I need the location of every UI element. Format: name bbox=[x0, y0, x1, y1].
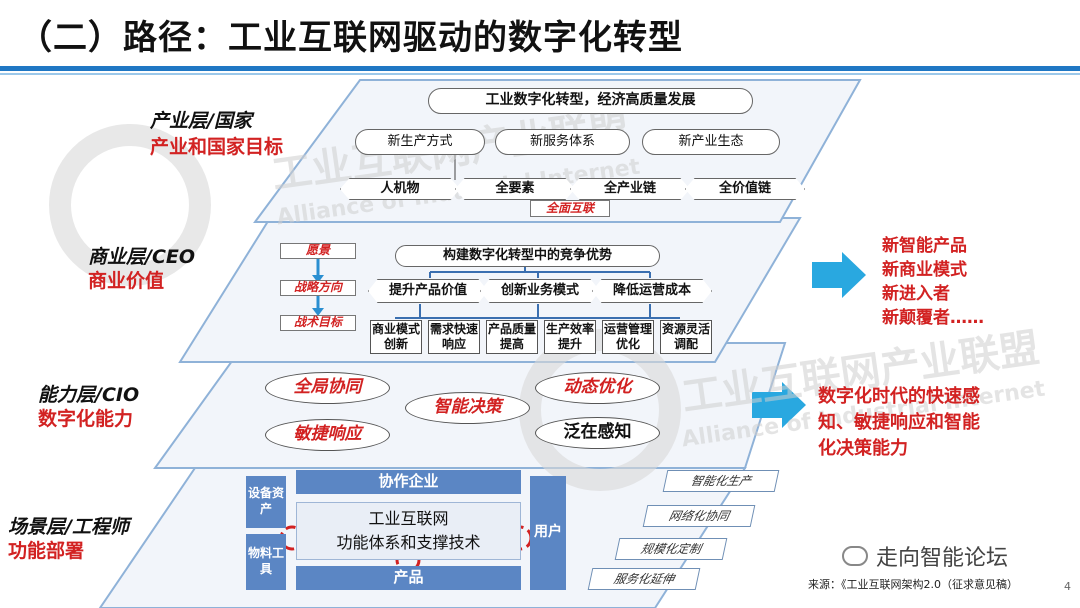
layer-name-scene: 场景层/工程师 bbox=[8, 516, 129, 538]
business-item: 运营管理优化 bbox=[602, 320, 654, 354]
capability-item: 动态优化 bbox=[535, 372, 660, 404]
industry-link: 全面互联 bbox=[530, 200, 610, 217]
industry-chain: 全价值链 bbox=[685, 178, 805, 200]
business-item: 生产效率提升 bbox=[544, 320, 596, 354]
industry-chain: 全产业链 bbox=[570, 178, 690, 200]
capability-item: 全局协同 bbox=[265, 372, 390, 404]
capability-outputs: 数字化时代的快速感 知、敏捷响应和智能 化决策能力 bbox=[818, 386, 980, 459]
title-rule-thin bbox=[0, 73, 1080, 75]
industry-mode: 新产业生态 bbox=[642, 129, 780, 155]
business-step: 愿景 bbox=[280, 243, 356, 259]
watermark-gear-2 bbox=[519, 329, 681, 491]
watermark-gear bbox=[49, 124, 211, 286]
business-step: 战术目标 bbox=[280, 315, 356, 331]
wechat-icon bbox=[842, 546, 868, 566]
footer-source: 来源：《工业互联网架构2.0（征求意见稿） bbox=[808, 578, 1018, 591]
page-number: 4 bbox=[1064, 580, 1071, 593]
layer-subtitle-capability: 数字化能力 bbox=[38, 408, 134, 430]
scene-product: 产品 bbox=[296, 566, 521, 590]
business-item: 产品质量提高 bbox=[486, 320, 538, 354]
business-group: 降低运营成本 bbox=[592, 279, 712, 303]
right-arrow-icon bbox=[812, 252, 866, 298]
step-arrow-head bbox=[312, 275, 324, 283]
business-advantage: 构建数字化转型中的竞争优势 bbox=[395, 245, 660, 267]
business-item: 需求快速响应 bbox=[428, 320, 480, 354]
capability-item: 敏捷响应 bbox=[265, 419, 390, 451]
scene-user: 用户 bbox=[530, 476, 566, 590]
industry-chain: 全要素 bbox=[455, 178, 575, 200]
business-group: 提升产品价值 bbox=[368, 279, 488, 303]
layer-name-business: 商业层/CEO bbox=[88, 246, 196, 268]
layer-subtitle-business: 商业价值 bbox=[88, 270, 165, 292]
business-group: 创新业务模式 bbox=[480, 279, 600, 303]
scene-collab: 协作企业 bbox=[296, 470, 521, 494]
business-item: 资源灵活调配 bbox=[660, 320, 712, 354]
step-arrow-head bbox=[312, 308, 324, 316]
capability-item: 泛在感知 bbox=[535, 417, 660, 449]
business-outputs: 新智能产品 新商业模式 新进入者 新颠覆者…… bbox=[882, 236, 984, 328]
industry-goal: 工业数字化转型，经济高质量发展 bbox=[428, 88, 753, 114]
title-rule bbox=[0, 66, 1080, 71]
page-title: （二）路径：工业互联网驱动的数字化转型 bbox=[18, 18, 683, 58]
scene-mode: 服务化延伸 bbox=[587, 568, 701, 590]
business-item: 商业模式创新 bbox=[370, 320, 422, 354]
layer-subtitle-scene: 功能部署 bbox=[8, 540, 85, 562]
industry-mode: 新生产方式 bbox=[355, 129, 485, 155]
business-step: 战略方向 bbox=[280, 280, 356, 296]
industry-mode: 新服务体系 bbox=[495, 129, 630, 155]
layer-name-capability: 能力层/CIO bbox=[38, 384, 140, 406]
scene-core: 工业互联网功能体系和支撑技术 bbox=[296, 502, 521, 560]
layer-name-industry: 产业层/国家 bbox=[150, 110, 252, 132]
industry-chain: 人机物 bbox=[340, 178, 460, 200]
footer-brand: 走向智能论坛 bbox=[876, 546, 1009, 571]
scene-mode: 智能化生产 bbox=[662, 470, 780, 492]
layer-subtitle-industry: 产业和国家目标 bbox=[150, 136, 284, 158]
capability-item: 智能决策 bbox=[405, 392, 530, 424]
scene-mode: 规模化定制 bbox=[614, 538, 728, 560]
scene-assets: 设备资产 bbox=[246, 476, 286, 528]
scene-materials: 物料工具 bbox=[246, 534, 286, 590]
right-arrow-icon bbox=[752, 382, 806, 428]
scene-mode: 网络化协同 bbox=[642, 505, 756, 527]
